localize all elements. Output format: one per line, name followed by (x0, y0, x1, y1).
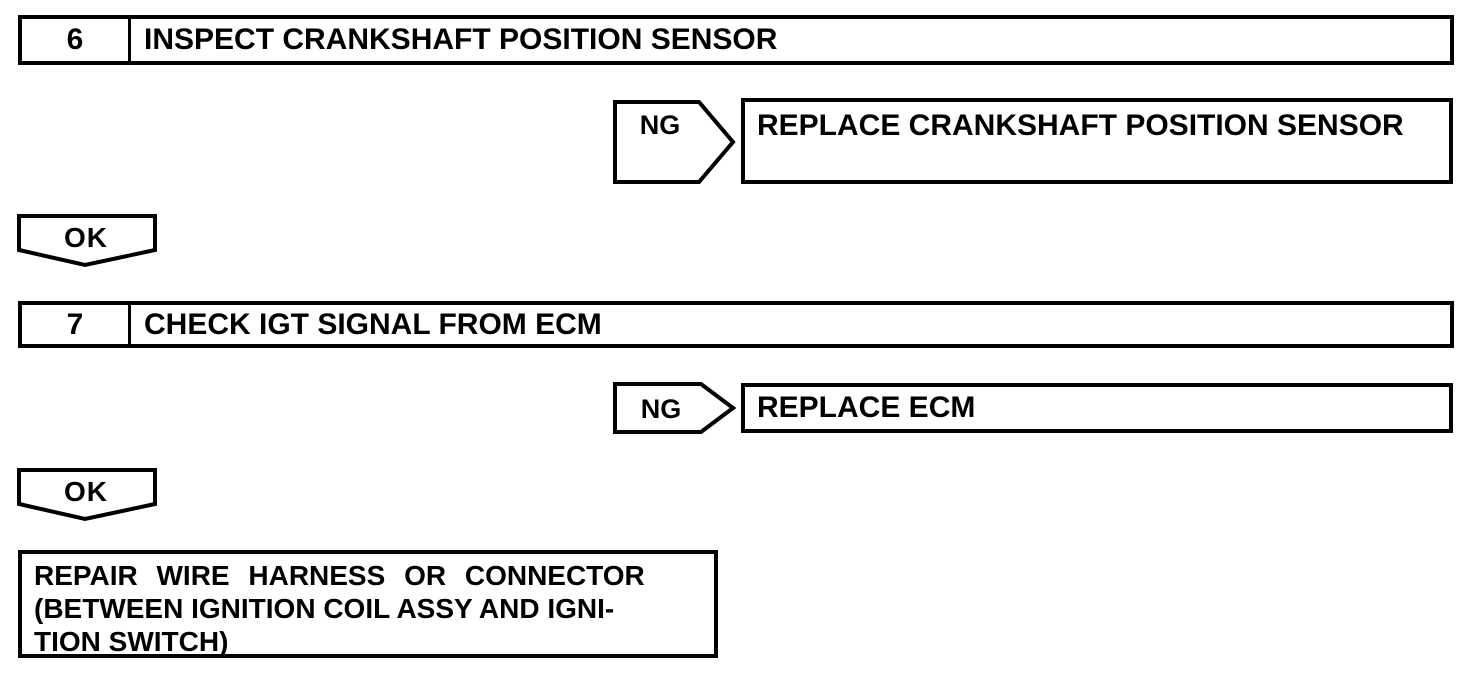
ng-label: NG (640, 110, 681, 140)
step-7-title: CHECK IGT SIGNAL FROM ECM (144, 307, 602, 341)
final-action-line: (BETWEEN IGNITION COIL ASSY AND IGNI- (34, 593, 615, 624)
action-box-replace-sensor: REPLACE CRANKSHAFT POSITION SENSOR (741, 98, 1453, 184)
final-action-line: REPAIR WIRE HARNESS OR CONNECTOR (34, 560, 645, 591)
ng-arrow-shape (613, 100, 736, 184)
step-6-title: INSPECT CRANKSHAFT POSITION SENSOR (144, 23, 778, 56)
ok-arrow-shape (17, 468, 157, 522)
ng-arrow: NG (613, 100, 736, 184)
step-7-number-cell: 7 (22, 305, 131, 344)
final-action-box: REPAIR WIRE HARNESS OR CONNECTOR (BETWEE… (18, 550, 718, 658)
ng-arrow-shape (613, 382, 737, 434)
ok-label: OK (64, 222, 108, 253)
action-text: REPLACE CRANKSHAFT POSITION SENSOR (757, 109, 1404, 142)
final-action-line: TION SWITCH) (34, 626, 229, 657)
step-number: 7 (66, 307, 84, 341)
ok-arrow-shape (17, 214, 157, 268)
step-number: 6 (66, 23, 84, 56)
step-6-header-box: 6 INSPECT CRANKSHAFT POSITION SENSOR (18, 15, 1454, 65)
ok-arrow: OK (17, 214, 157, 268)
ok-label: OK (64, 476, 108, 507)
step-6-number-cell: 6 (22, 19, 131, 61)
action-box-replace-ecm: REPLACE ECM (741, 383, 1453, 433)
ng-label: NG (641, 394, 682, 424)
ng-arrow: NG (613, 382, 737, 434)
ok-arrow: OK (17, 468, 157, 522)
step-7-header-box: 7 CHECK IGT SIGNAL FROM ECM (18, 301, 1454, 348)
action-text: REPLACE ECM (757, 391, 976, 424)
